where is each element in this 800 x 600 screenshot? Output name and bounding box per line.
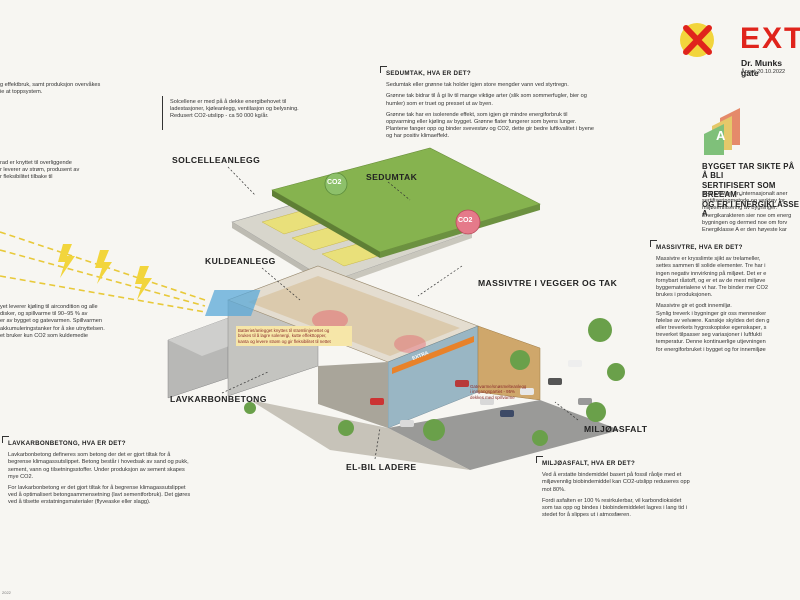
label-miljoasfalt: MILJØASFALT (584, 424, 648, 434)
co2-bubble-red-icon (455, 209, 481, 235)
text-line: Solcellene er med på å dekke energibehov… (170, 99, 287, 105)
lavkarbon-text: LAVKARBONBETONG, HVA ER DET? Lavkarbonbe… (8, 440, 233, 511)
snowmelt-caption: Gatevarme/snøsmelteanlegg i inngangspart… (470, 384, 527, 400)
text-line: rad er knyttet til overliggende (0, 160, 72, 166)
text-line: Redusert CO2-utslipp - ca 50 000 kg/år. (170, 113, 269, 120)
breeam-title: BYGGET TAR SIKTE PÅ Å BLI SERTIFISERT SO… (702, 162, 800, 218)
label-lavkarbonbetong: LAVKARBONBETONG (170, 394, 267, 404)
text-line: ladestasjoner, kjøleanlegg, ventilasjon … (170, 106, 299, 113)
co2-bubble-green-icon (324, 172, 348, 196)
asfalt-text: MILJØASFALT, HVA ER DET? Ved å erstatte … (542, 460, 722, 523)
text-line: akkumuleringstanker for å ske utnyttelse… (0, 325, 105, 332)
asfalt-heading: MILJØASFALT, HVA ER DET? (542, 460, 636, 467)
massivtre-heading: MASSIVTRE, HVA ER DET? (656, 244, 743, 251)
breeam-text-line: Energiklasse A er den høyeste kar (702, 227, 787, 234)
text-line: g effektbruk, samt produksjon overvåkes (0, 82, 101, 88)
corner-mark (380, 66, 387, 73)
corner-mark (650, 240, 657, 247)
massivtre-text: MASSIVTRE, HVA ER DET? Massivtre er krys… (656, 244, 800, 358)
parking-asphalt (388, 400, 620, 470)
sedum-paragraph: Sedumtak eller grønne tak holder igjen s… (386, 82, 569, 89)
grid-text: rad er knyttet til overliggende r levere… (0, 160, 125, 182)
text-line: disker, og spillvarme til 90–95 % av (0, 311, 88, 318)
sedum-heading: SEDUMTAK, HVA ER DET? (386, 70, 471, 77)
cooling-text: yet leverer kjøling til aircondition og … (0, 304, 150, 340)
text-line: yet leverer kjøling til aircondition og … (0, 304, 98, 310)
breeam-title-line: SERTIFISERT SOM BREEAM - (702, 180, 776, 200)
battery-caption: Batteriet/anlegget knyttes til strømlinj… (236, 326, 352, 347)
lavkarbon-heading: LAVKARBONBETONG, HVA ER DET? (8, 440, 126, 447)
label-solcelleanlegg: SOLCELLEANLEGG (172, 155, 261, 165)
lavkarbon-paragraph: Lavkarbonbetong defineres som betong der… (8, 452, 189, 480)
cars (370, 360, 592, 427)
text-line: r fleksibilitet tilbake til (0, 174, 53, 181)
text-line: r leverer av strøm, produsent av (0, 167, 80, 174)
energy-class-letter: A (716, 128, 726, 143)
store-name: Dr. Munks gate (741, 58, 783, 78)
sedum-paragraph: Grønne tak har en isolerende effekt, som… (386, 111, 595, 140)
building-body (167, 265, 541, 429)
extra-logo-icon (680, 23, 714, 57)
co2-label-red: CO2 (458, 217, 473, 224)
breeam-title-line: OG ER I ENERGIKLASSE A (702, 199, 800, 219)
sedum-text: SEDUMTAK, HVA ER DET? Sedumtak eller grø… (386, 70, 626, 145)
breeam-text-line: sertifiseringmetode og verktøy for (702, 198, 786, 205)
separator-line (162, 96, 163, 130)
text-line: ie at toppsystem. (0, 89, 43, 96)
breeam-text-line: BREEAM er en internasjonalt aner (702, 191, 788, 197)
top-left-text: g effektbruk, samt produksjon overvåkes … (0, 82, 150, 96)
text-line: er av bygget og gatevarmen. Spillvarmen (0, 318, 102, 325)
asfalt-paragraph: Ved å erstatte bindemiddel basert på fos… (542, 472, 690, 493)
breeam-text: BREEAM er en internasjonalt aner sertifi… (702, 191, 800, 234)
lavkarbon-paragraph: For lavkarbonbetong er det gjort tiltak … (8, 485, 191, 506)
asfalt-paragraph: Fordi asfalten er 100 % resirkulerbar, v… (542, 497, 687, 519)
massivtre-paragraph: Massivtre er krysslimte sjikt av trelame… (656, 256, 768, 299)
label-sedumtak: SEDUMTAK (366, 172, 418, 182)
energy-class-badge (704, 108, 740, 155)
co2-label-green: CO2 (327, 179, 342, 186)
breeam-text-line: miljøsertifisering av bygninger. (702, 205, 778, 212)
text-line: et bruker kun CO2 som kuldemedie (0, 332, 88, 339)
label-kuldeanlegg: KULDEANLEGG (205, 256, 276, 266)
sun-rays (0, 231, 206, 313)
lightning-icon (58, 244, 152, 300)
label-massivtre: MASSIVTRE I VEGGER OG TAK (478, 278, 618, 288)
breeam-text-line: Energikarakteren sier noe om energ (702, 212, 792, 219)
sedum-paragraph: Grønne tak bidrar til å gi liv til mange… (386, 93, 587, 107)
opened-date: Åpnet 20.10.2022 (741, 69, 786, 75)
leader-lines (221, 166, 579, 460)
solar-text: Solcellene er med på å dekke energibehov… (170, 99, 345, 121)
trees (244, 318, 625, 446)
corner-mark (2, 436, 9, 443)
footer-year: 2022 (2, 590, 11, 595)
massivtre-paragraph: Massivtre gir et godt innemiljø. Synlig … (656, 303, 770, 353)
breeam-title-line: BYGGET TAR SIKTE PÅ Å BLI (702, 162, 795, 181)
label-el-bil-ladere: EL-BIL LADERE (346, 462, 417, 472)
brand-name: EXT (740, 22, 800, 55)
breeam-text-line: bygningen og dermed noe om forv (702, 219, 788, 226)
sidewalk (250, 400, 470, 470)
corner-mark (536, 456, 543, 463)
